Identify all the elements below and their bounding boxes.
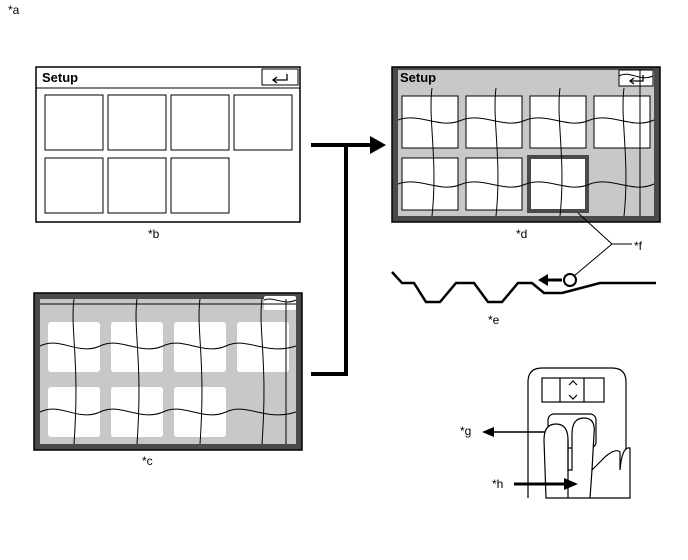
tile-grid — [401, 95, 651, 213]
setup-screen-normal: Setup — [35, 66, 301, 223]
menu-tile[interactable] — [107, 94, 167, 151]
setup-screen-distorted — [33, 292, 303, 451]
menu-tile[interactable] — [44, 94, 104, 151]
callout-leader — [573, 212, 632, 277]
distortion-lines — [39, 298, 297, 445]
hand-icon — [543, 417, 631, 499]
gesture-arrow-right — [514, 478, 578, 490]
gesture-h-label: *h — [492, 477, 503, 491]
menu-tile[interactable] — [170, 94, 230, 151]
menu-tile[interactable] — [44, 157, 104, 214]
point-marker — [563, 273, 577, 287]
screen-c-label: *c — [142, 454, 153, 468]
screen-title: Setup — [400, 70, 436, 85]
wave-e-label: *e — [488, 313, 500, 327]
screen-title: Setup — [42, 70, 78, 85]
menu-tile[interactable] — [107, 157, 167, 214]
gesture-g-label: *g — [460, 424, 471, 438]
chevron-down-icon — [568, 394, 578, 400]
flow-arrow — [311, 136, 386, 376]
menu-tile[interactable] — [170, 157, 230, 214]
selected-tile[interactable] — [527, 155, 589, 213]
screen-b-label: *b — [148, 227, 160, 241]
tile-grid — [44, 94, 293, 214]
screen-d-label: *d — [516, 227, 527, 241]
distortion-lines — [397, 70, 655, 217]
gesture-arrow-left — [482, 427, 545, 437]
arrow-left-icon — [538, 274, 548, 286]
setup-screen-selected: Setup — [391, 66, 661, 223]
distortion-wave — [391, 271, 656, 304]
chevron-up-icon — [568, 380, 578, 386]
arrow-left-icon — [482, 427, 494, 437]
callout-f-label: *f — [634, 239, 643, 253]
figure-label: *a — [8, 3, 20, 17]
menu-tile[interactable] — [233, 94, 293, 151]
return-arrow-icon[interactable] — [261, 68, 299, 86]
arrow-right-icon — [564, 478, 578, 490]
